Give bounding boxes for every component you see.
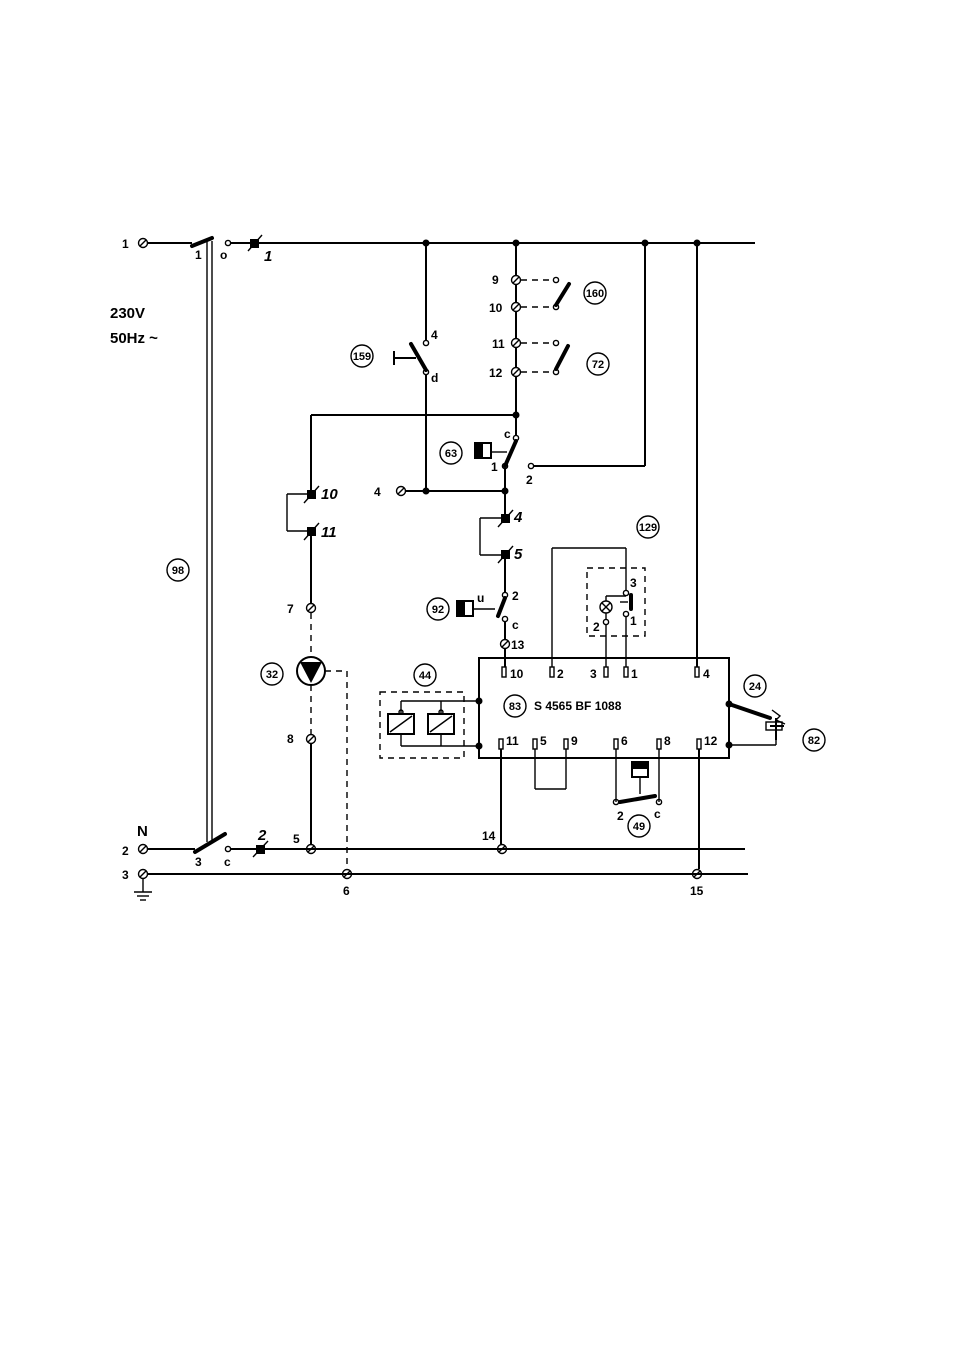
svg-text:32: 32 [266,669,278,681]
component-label-98: 98 [167,559,189,581]
svg-text:13: 13 [511,638,525,652]
svg-text:5: 5 [540,734,547,748]
svg-text:2: 2 [526,473,533,487]
svg-text:24: 24 [749,681,762,693]
svg-text:1: 1 [264,248,272,265]
svg-text:8: 8 [664,734,671,748]
phase-line: 1 1 o 1 [122,235,755,265]
component-label-24: 24 [744,675,766,697]
svg-text:1: 1 [630,614,637,628]
component-label-92: 92 [427,598,449,620]
component-label-63: 63 [440,442,462,464]
svg-text:c: c [504,427,511,441]
svg-text:44: 44 [419,670,432,682]
thermostat-chain: 9 10 11 12 [489,243,569,419]
fuses-4-5: 4 5 [480,491,523,592]
svg-text:4: 4 [374,485,381,499]
svg-text:98: 98 [172,565,184,577]
component-label-160: 160 [584,282,606,304]
svg-text:d: d [431,371,438,385]
svg-text:14: 14 [482,829,496,843]
svg-text:63: 63 [445,448,457,460]
svg-text:92: 92 [432,604,444,616]
svg-text:159: 159 [353,351,371,363]
component-label-159: 159 [351,345,373,367]
svg-text:49: 49 [633,821,645,833]
supply-frequency: 50Hz ~ [110,330,158,347]
switch-92: 2 u c 13 [457,589,525,667]
component-label-32: 32 [261,663,283,685]
terminal-4-row: 4 [374,485,509,499]
svg-text:6: 6 [621,734,628,748]
svg-text:10: 10 [489,301,503,315]
svg-text:5: 5 [293,832,300,846]
component-label-129: 129 [637,516,659,538]
svg-text:82: 82 [808,735,820,747]
svg-text:83: 83 [509,701,521,713]
svg-text:8: 8 [287,732,294,746]
controller-model: S 4565 BF 1088 [534,699,622,713]
neutral-line: 2 3 c 2 5 14 [122,827,745,869]
svg-text:11: 11 [492,337,505,351]
svg-text:1: 1 [491,460,498,474]
svg-text:7: 7 [287,602,294,616]
svg-text:129: 129 [639,522,657,534]
svg-text:1: 1 [122,237,129,251]
svg-text:4: 4 [431,328,438,342]
relay-44 [380,692,479,758]
svg-text:1: 1 [631,667,638,681]
svg-text:2: 2 [617,809,624,823]
svg-text:1: 1 [195,248,202,262]
svg-text:2: 2 [557,667,564,681]
svg-text:3: 3 [195,855,202,869]
component-label-83: 83 [504,695,526,717]
svg-text:3: 3 [590,667,597,681]
svg-text:12: 12 [489,366,503,380]
ignition-24-82 [729,704,785,745]
svg-text:u: u [477,591,484,605]
svg-text:4: 4 [703,667,710,681]
svg-text:15: 15 [690,884,704,898]
svg-text:c: c [224,855,231,869]
component-label-49: 49 [628,815,650,837]
earth-line: 3 6 15 [122,868,748,900]
svg-text:11: 11 [506,734,519,748]
svg-text:3: 3 [630,576,637,590]
svg-text:2: 2 [122,844,129,858]
svg-text:5: 5 [514,546,523,563]
svg-text:o: o [220,248,227,262]
svg-text:11: 11 [321,524,337,541]
component-label-82: 82 [803,729,825,751]
main-switch-98-link [207,241,212,842]
component-label-72: 72 [587,353,609,375]
component-label-44: 44 [414,664,436,686]
svg-text:160: 160 [586,288,604,300]
supply-voltage: 230V [110,305,145,322]
lamp-129: 3 2 1 [552,548,645,667]
svg-text:2: 2 [593,620,600,634]
svg-text:3: 3 [122,868,129,882]
svg-text:6: 6 [343,884,350,898]
switch-49: 2 c [613,749,661,823]
svg-text:9: 9 [492,273,499,287]
svg-text:4: 4 [513,509,523,526]
switch-159: 4 d [394,243,438,495]
svg-text:c: c [654,807,661,821]
svg-text:12: 12 [704,734,718,748]
svg-text:2: 2 [512,589,519,603]
svg-text:2: 2 [257,827,267,844]
svg-text:10: 10 [321,486,338,503]
neutral-label: N [137,823,148,840]
svg-text:c: c [512,618,519,632]
svg-text:9: 9 [571,734,578,748]
svg-text:72: 72 [592,359,604,371]
pump-branch: 10 11 7 8 [287,415,347,869]
svg-text:10: 10 [510,667,524,681]
